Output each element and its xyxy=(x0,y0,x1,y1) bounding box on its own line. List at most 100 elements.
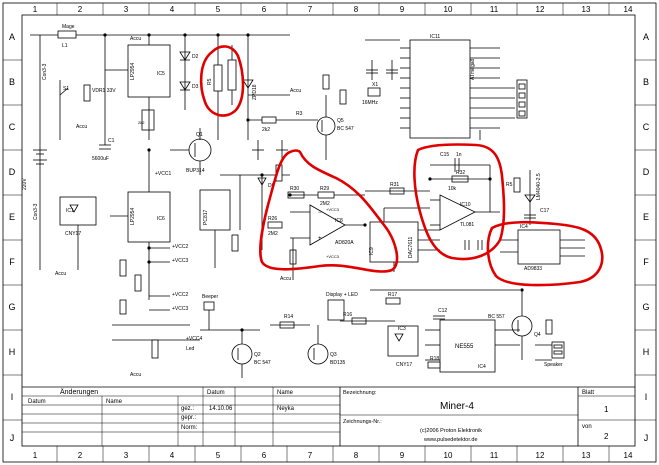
preamp-section: D6 R30 IC8 AD820A − + R29 2M2 R26 2M2 +V… xyxy=(257,164,365,282)
svg-text:R17: R17 xyxy=(388,292,397,298)
column-grid-ticks xyxy=(56,3,610,462)
row-label: B xyxy=(643,77,649,87)
microcontroller-section: IC11 ATmega8 16MHz X1 xyxy=(362,34,528,140)
svg-text:2k2: 2k2 xyxy=(262,127,270,133)
row-label: J xyxy=(10,433,15,443)
svg-text:R30: R30 xyxy=(290,186,299,192)
dds-section: R5 LM4040-2.5 C17 IC4 AD9833 xyxy=(500,170,585,272)
col-label: 3 xyxy=(124,5,129,14)
svg-text:R14: R14 xyxy=(284,314,293,320)
col-label: 9 xyxy=(400,5,405,14)
svg-text:Accu: Accu xyxy=(130,36,141,42)
row-label: I xyxy=(645,392,648,402)
svg-text:2k2: 2k2 xyxy=(138,120,145,125)
svg-text:R5: R5 xyxy=(207,78,213,85)
name-label: Name xyxy=(277,390,294,396)
svg-text:Accu: Accu xyxy=(130,372,141,378)
row-label: F xyxy=(9,257,15,267)
row-label: D xyxy=(9,167,16,177)
svg-text:5600uF: 5600uF xyxy=(92,156,109,162)
col-label: 14 xyxy=(624,5,633,14)
sheet-label: Blatt xyxy=(582,390,594,396)
svg-text:Accu: Accu xyxy=(55,271,66,277)
title-block: Änderungen Datum Name Datum Name gez.: 1… xyxy=(22,386,635,446)
designation-label: Bezeichnung: xyxy=(343,390,377,396)
row-label: C xyxy=(643,122,650,132)
row-label: C xyxy=(9,122,16,132)
col-label: 11 xyxy=(490,451,499,460)
svg-text:+VCC3: +VCC3 xyxy=(326,207,340,212)
row-label: B xyxy=(9,77,15,87)
col-label: 1 xyxy=(33,451,38,460)
row-label: D xyxy=(643,167,650,177)
svg-text:BC 547: BC 547 xyxy=(254,360,271,366)
svg-text:TL081: TL081 xyxy=(460,222,474,228)
svg-text:AD820A: AD820A xyxy=(335,240,354,246)
regulator-section: LP2954 IC5 Accu 2k2 LP2954 IC6 +VCC1 +VC… xyxy=(55,35,200,378)
svg-text:R3: R3 xyxy=(296,111,303,117)
row-label: H xyxy=(643,347,650,357)
row-label: E xyxy=(9,212,15,222)
inner-frame xyxy=(21,14,636,447)
col-label: 9 xyxy=(400,451,405,460)
svg-text:Display + LED: Display + LED xyxy=(326,292,358,298)
transmit-coil-section: D2 D3 R5 ZPD18 Q1 BUP314 2k2 R3 Q5 BC 54… xyxy=(170,35,354,268)
power-input-section: Mage L1 220V Con3-3 Con3-3 S1 VDR1 33V A… xyxy=(22,24,290,270)
svg-text:IC11: IC11 xyxy=(430,34,440,40)
designation: Miner-4 xyxy=(440,401,474,412)
row-label: I xyxy=(11,392,14,402)
col-date-label: Datum xyxy=(28,399,46,405)
svg-text:+VCC3: +VCC3 xyxy=(326,254,340,259)
svg-text:Accu: Accu xyxy=(280,276,291,282)
row-label: H xyxy=(9,347,16,357)
svg-text:+VCC3: +VCC3 xyxy=(172,306,188,312)
svg-text:IC1: IC1 xyxy=(66,208,74,214)
norm-label: Norm: xyxy=(181,425,198,431)
red-circle-integrator xyxy=(413,143,506,261)
svg-text:+VCC1: +VCC1 xyxy=(155,171,171,177)
svg-text:−: − xyxy=(318,210,322,216)
svg-text:IC4: IC4 xyxy=(520,224,528,230)
col-label: 13 xyxy=(582,5,591,14)
col-name-label: Name xyxy=(106,399,123,405)
svg-text:LM4040-2.5: LM4040-2.5 xyxy=(536,173,542,200)
col-label: 13 xyxy=(582,451,591,460)
col-label: 5 xyxy=(216,5,221,14)
junction-dots xyxy=(103,33,524,332)
svg-text:S1: S1 xyxy=(63,86,69,92)
gez-date: 14.10.06 xyxy=(209,406,233,412)
svg-text:2M2: 2M2 xyxy=(268,231,278,237)
svg-text:DAC7611: DAC7611 xyxy=(408,236,414,258)
svg-text:IC4: IC4 xyxy=(478,364,486,370)
svg-text:R29: R29 xyxy=(320,186,329,192)
col-label: 2 xyxy=(78,5,83,14)
svg-text:D3: D3 xyxy=(192,84,199,90)
col-label: 8 xyxy=(354,5,359,14)
datum-label: Datum xyxy=(207,390,225,396)
svg-text:1n: 1n xyxy=(456,152,462,158)
gez-label: gez.: xyxy=(181,406,194,412)
col-label: 5 xyxy=(216,451,221,460)
svg-text:+: + xyxy=(318,236,322,242)
col-label: 7 xyxy=(308,5,313,14)
row-label: A xyxy=(643,32,649,42)
svg-text:Con3-3: Con3-3 xyxy=(42,63,48,80)
svg-text:Mage: Mage xyxy=(62,24,75,30)
svg-text:10k: 10k xyxy=(448,186,457,192)
col-label: 10 xyxy=(444,5,453,14)
svg-text:LP2954: LP2954 xyxy=(130,63,136,80)
row-label: G xyxy=(642,302,649,312)
svg-text:IC8: IC8 xyxy=(335,218,343,224)
col-label: 12 xyxy=(536,451,545,460)
of-label: von xyxy=(582,424,592,430)
row-label: A xyxy=(9,32,15,42)
svg-text:BC 557: BC 557 xyxy=(488,314,505,320)
column-labels: 1 2 3 4 5 6 7 8 9 10 11 12 13 14 1 2 3 4… xyxy=(33,5,633,460)
svg-text:BD135: BD135 xyxy=(330,360,346,366)
col-label: 2 xyxy=(78,451,83,460)
svg-text:+VCC4: +VCC4 xyxy=(186,336,202,342)
svg-text:16MHz: 16MHz xyxy=(362,100,378,106)
